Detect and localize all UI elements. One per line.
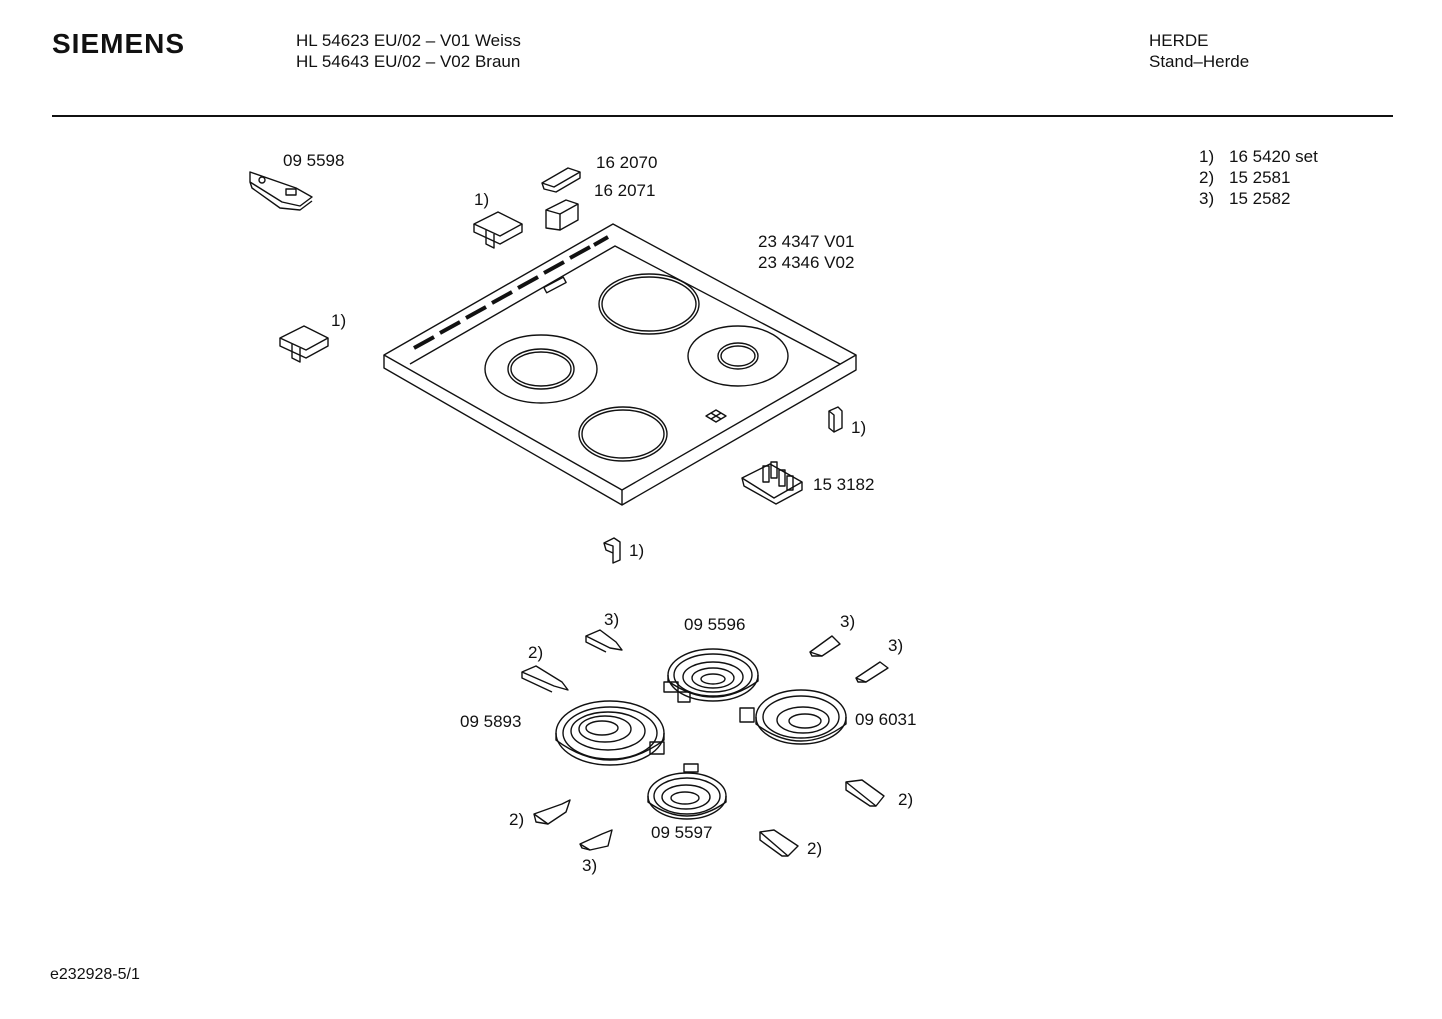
mounting-bracket-left	[279, 325, 329, 363]
support-clip-2-d	[759, 829, 799, 857]
hinge-bracket-part	[249, 171, 313, 211]
ref-label-2: 2)	[807, 839, 823, 858]
clip-part-162070	[541, 167, 581, 193]
model-lines: HL 54623 EU/02 – V01 Weiss HL 54643 EU/0…	[296, 30, 521, 72]
terminal-block-part	[741, 461, 803, 505]
ref-label-1: 1)	[474, 190, 490, 209]
support-clip-2-c	[533, 799, 571, 825]
part-label-095597: 09 5597	[651, 823, 713, 842]
ref-label-1: 1)	[331, 311, 347, 330]
ref-label-2: 2)	[509, 810, 525, 829]
model-line-1: HL 54623 EU/02 – V01 Weiss	[296, 31, 521, 50]
heating-element-096031	[739, 689, 847, 745]
part-label-095596: 09 5596	[684, 615, 746, 634]
ref-label-3: 3)	[604, 610, 620, 629]
category-lines: HERDE Stand–Herde	[1149, 30, 1249, 72]
legend-item: 2)15 2581	[1199, 168, 1291, 187]
support-clip-3-c	[855, 661, 889, 683]
clip-part-162071	[545, 199, 579, 231]
legend-item: 3)15 2582	[1199, 189, 1291, 208]
ceramic-hob-top	[383, 223, 857, 506]
support-clip-3-d	[579, 829, 613, 851]
ref-label-2: 2)	[528, 643, 544, 662]
model-line-2: HL 54643 EU/02 – V02 Braun	[296, 52, 521, 71]
small-clip-right	[828, 406, 843, 433]
part-label-095893: 09 5893	[460, 712, 522, 731]
support-clip-3-b	[809, 635, 841, 657]
category-line-1: HERDE	[1149, 31, 1209, 50]
part-label-234346: 23 4346 V02	[758, 253, 855, 272]
mounting-bracket-top	[473, 211, 523, 249]
small-clip-bottom	[603, 537, 621, 564]
part-label-095598: 09 5598	[283, 151, 345, 170]
ref-label-3: 3)	[840, 612, 856, 631]
ref-label-3: 3)	[582, 856, 598, 875]
ref-label-1: 1)	[629, 541, 645, 560]
heating-element-095893	[555, 700, 665, 766]
header-divider	[52, 115, 1393, 117]
heating-element-095597	[647, 763, 727, 820]
support-clip-3-a	[585, 629, 623, 653]
heating-element-095596	[663, 648, 759, 703]
part-label-234347: 23 4347 V01	[758, 232, 855, 251]
ref-label-2: 2)	[898, 790, 914, 809]
category-line-2: Stand–Herde	[1149, 52, 1250, 71]
part-label-096031: 09 6031	[855, 710, 917, 729]
support-clip-2-b	[845, 779, 885, 807]
part-label-153182: 15 3182	[813, 475, 875, 494]
support-clip-2-a	[521, 665, 569, 693]
ref-label-3: 3)	[888, 636, 904, 655]
ref-label-1: 1)	[851, 418, 867, 437]
brand-logo: SIEMENS	[52, 28, 186, 59]
part-label-162071: 16 2071	[594, 181, 656, 200]
legend-item: 1)16 5420 set	[1199, 147, 1318, 166]
drawing-code: e232928-5/1	[50, 966, 140, 983]
legend: 1)16 5420 set 2)15 2581 3)15 2582	[1199, 146, 1318, 209]
part-label-162070: 16 2070	[596, 153, 658, 172]
